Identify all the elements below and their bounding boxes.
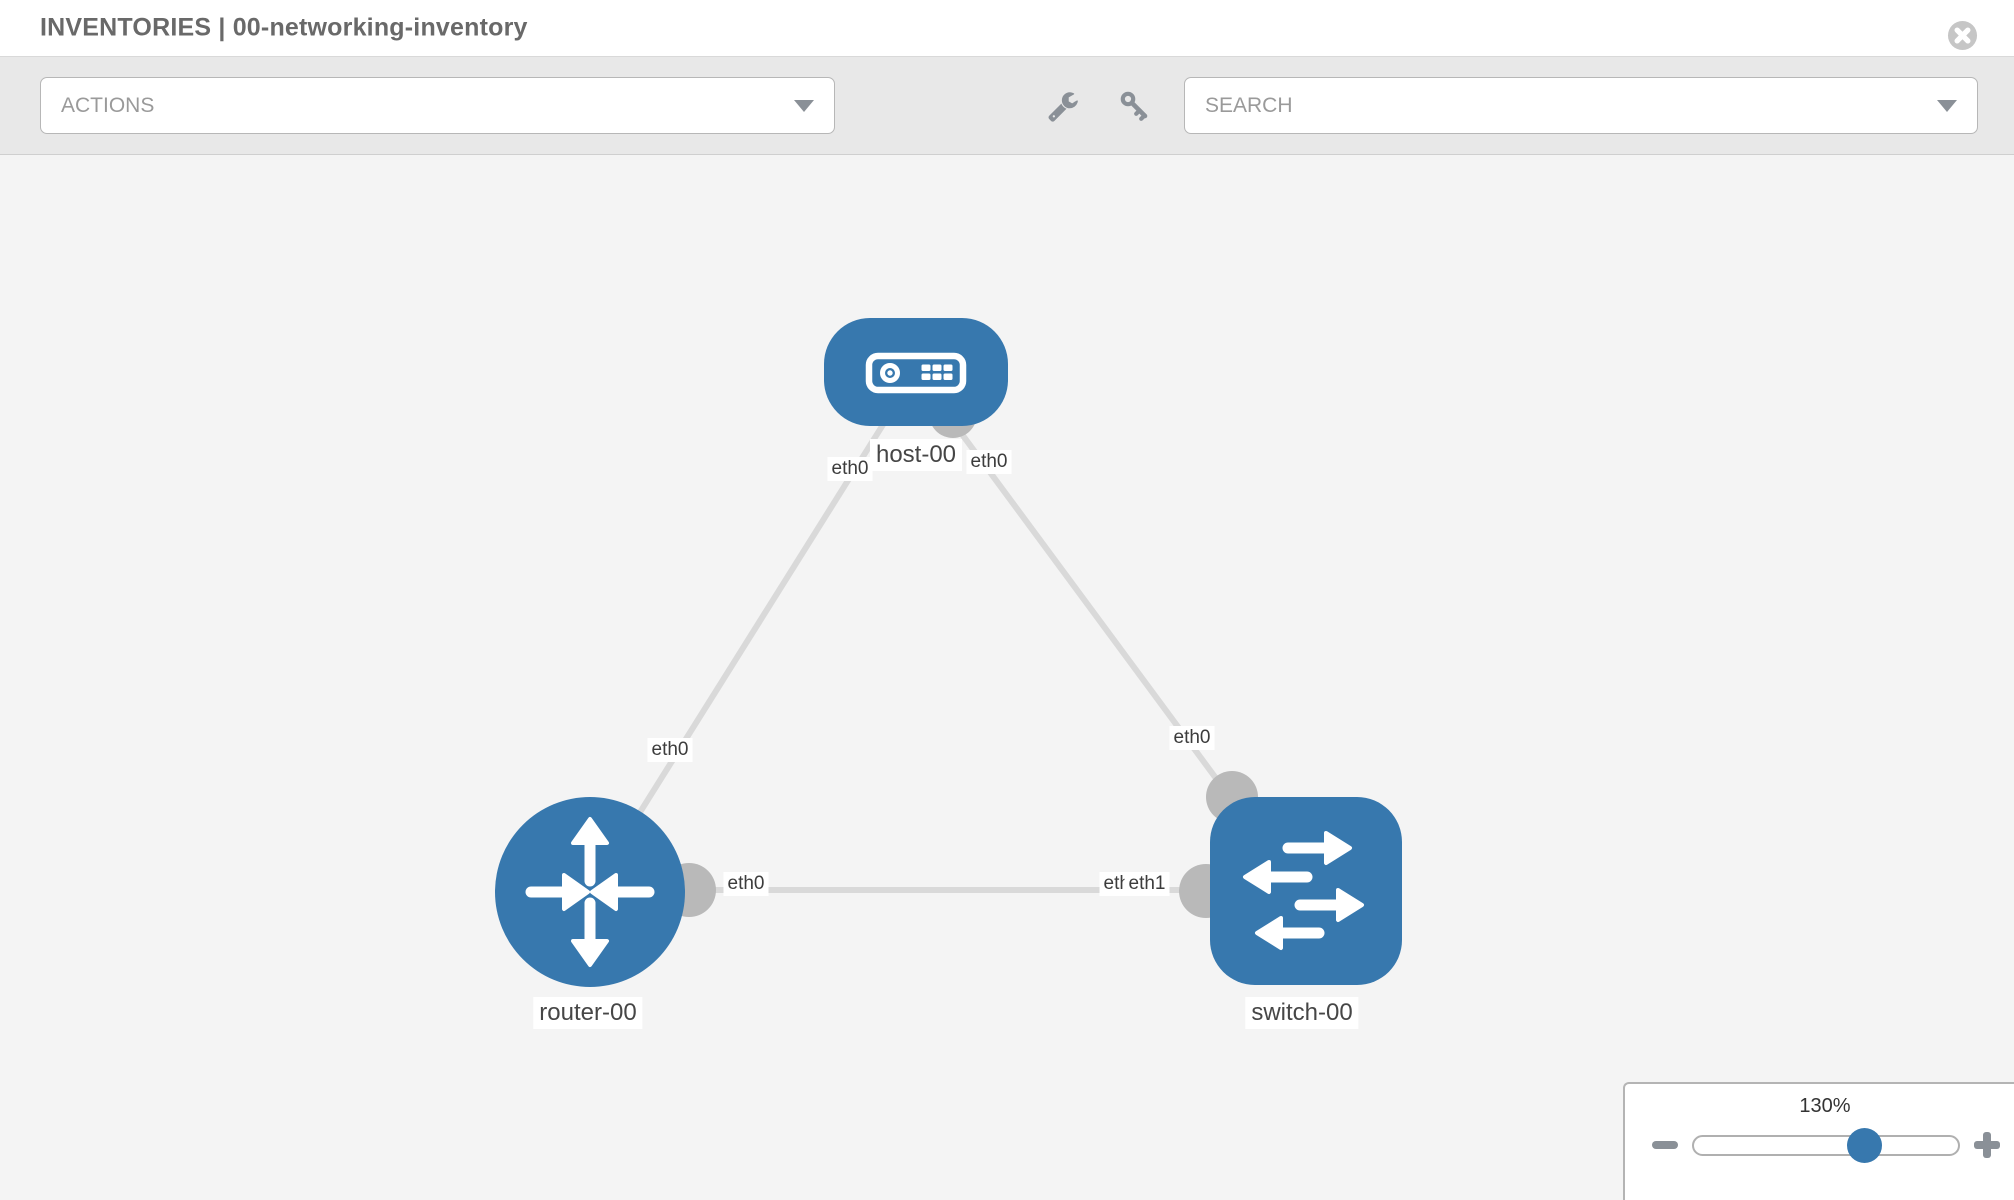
zoom-slider-track[interactable] [1692,1135,1960,1156]
host-device-icon [865,352,967,394]
search-dropdown[interactable]: SEARCH [1184,77,1978,134]
node-label-host: host-00 [869,439,963,471]
page-title: INVENTORIES | 00-networking-inventory [40,13,528,42]
router-arrows-icon [525,817,655,967]
chevron-down-icon [1937,99,1957,112]
key-icon[interactable] [1119,90,1151,122]
toolbar-icon-group [1047,90,1151,122]
close-icon[interactable] [1947,20,1978,51]
actions-dropdown-label: ACTIONS [61,93,155,117]
iface-label: eth0 [723,872,769,896]
switch-arrows-icon [1243,831,1364,950]
node-host-00[interactable] [824,318,1008,426]
iface-label: eth0 [647,738,693,762]
search-placeholder: SEARCH [1205,93,1293,117]
zoom-control-panel: 130% [1623,1082,2014,1200]
node-switch-00[interactable] [1210,797,1402,985]
topology-canvas[interactable]: host-00 router-00 switch-00 eth0 eth0 et… [0,155,2014,1200]
node-router-00[interactable] [495,797,685,987]
plus-icon[interactable] [1973,1131,2001,1159]
chevron-down-icon [794,99,814,112]
iface-label: eth0 [827,457,873,481]
iface-label: eth1 [1124,872,1170,896]
header-bar: INVENTORIES | 00-networking-inventory [0,0,2014,57]
zoom-slider-thumb[interactable] [1847,1128,1882,1163]
node-label-router: router-00 [533,997,643,1029]
zoom-level-label: 130% [1799,1095,1851,1117]
minus-icon[interactable] [1651,1137,1679,1153]
iface-label: eth0 [1169,726,1215,750]
iface-label: eth0 [966,450,1012,474]
node-label-switch: switch-00 [1245,997,1359,1029]
toolbar: ACTIONS SEARCH [0,57,2014,155]
wrench-icon[interactable] [1047,90,1079,122]
actions-dropdown[interactable]: ACTIONS [40,77,835,134]
